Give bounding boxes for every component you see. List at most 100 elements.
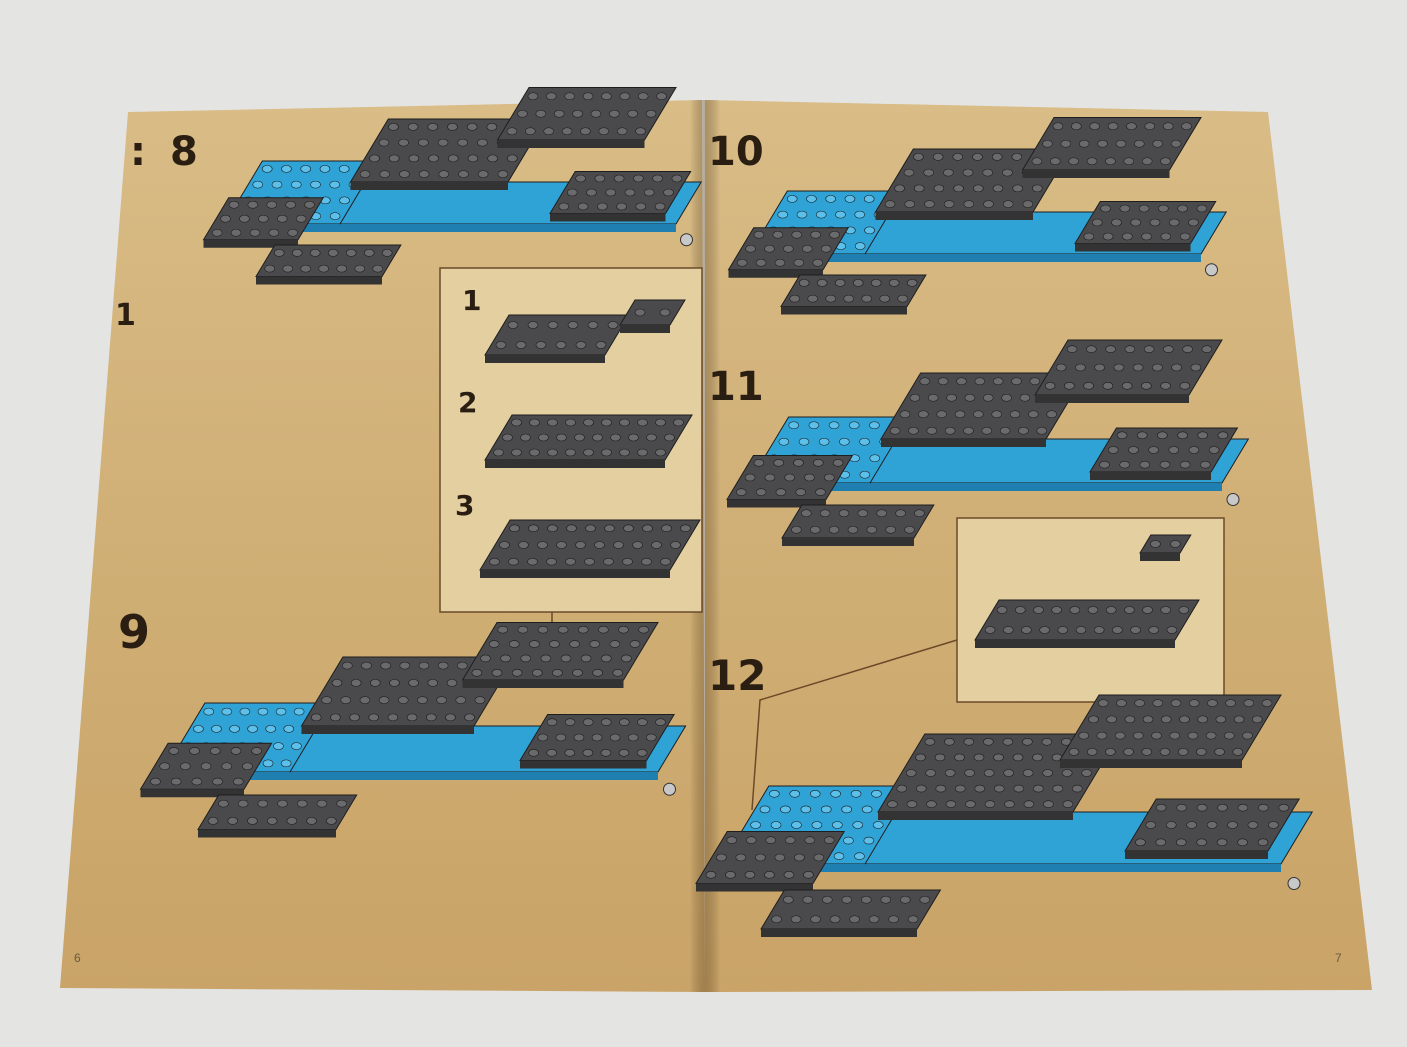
- stud: [1133, 731, 1144, 740]
- stud: [735, 853, 747, 862]
- stud: [268, 228, 280, 237]
- stud: [381, 249, 393, 257]
- stud: [962, 168, 974, 177]
- stud: [1207, 699, 1218, 707]
- stud: [612, 669, 624, 677]
- stud: [418, 661, 430, 670]
- stud: [1217, 803, 1228, 812]
- stud: [191, 777, 203, 786]
- stud: [643, 188, 655, 197]
- stud: [1075, 363, 1086, 372]
- stud: [229, 725, 240, 733]
- stud: [1177, 204, 1188, 213]
- stud: [408, 679, 419, 687]
- stud: [572, 109, 583, 118]
- stud: [806, 195, 817, 203]
- stud: [589, 640, 601, 648]
- stud: [656, 92, 667, 101]
- stud: [904, 525, 915, 534]
- stud: [627, 733, 639, 742]
- stud: [520, 433, 531, 442]
- stud: [1089, 122, 1100, 131]
- stud: [1100, 204, 1111, 213]
- stud: [275, 707, 287, 716]
- stud: [585, 524, 596, 533]
- stud: [567, 321, 579, 329]
- stud: [1196, 204, 1208, 213]
- stud: [1057, 626, 1069, 634]
- stud: [1068, 157, 1079, 166]
- stud: [1149, 218, 1161, 227]
- stud: [601, 448, 612, 457]
- stud: [744, 473, 756, 482]
- stud: [556, 541, 567, 549]
- inset-step-12-tile-side: [1140, 553, 1180, 561]
- stud: [848, 421, 860, 430]
- stud: [852, 821, 864, 829]
- stud: [1002, 626, 1014, 634]
- model-step-10-mid-plate-side: [875, 212, 1033, 220]
- stud: [861, 805, 873, 814]
- stud: [1088, 715, 1099, 724]
- stud: [1233, 715, 1245, 724]
- stud: [1032, 753, 1043, 762]
- stud: [789, 294, 801, 303]
- stud: [1188, 218, 1199, 227]
- model-step-8-axle: [680, 233, 693, 247]
- stud: [819, 509, 831, 518]
- stud: [228, 200, 240, 209]
- model-step-11-rear-plate-side: [1035, 395, 1189, 403]
- stud: [287, 228, 299, 237]
- stud: [535, 341, 547, 349]
- stud: [1144, 122, 1156, 131]
- stud: [1247, 821, 1259, 829]
- stud: [924, 737, 936, 746]
- stud: [565, 448, 576, 457]
- stud: [841, 895, 853, 904]
- stud: [1155, 803, 1167, 812]
- stud: [1052, 784, 1064, 793]
- stud: [993, 784, 1005, 793]
- stud: [489, 557, 500, 566]
- stud: [1242, 731, 1253, 740]
- stud: [791, 821, 802, 829]
- stud: [924, 200, 935, 208]
- model-step-12-blue-frame-side: [735, 864, 1281, 872]
- stud: [291, 249, 303, 257]
- model-step-12-bottom-plate-side: [761, 929, 917, 937]
- stud: [1181, 122, 1192, 131]
- stud: [1135, 838, 1146, 847]
- stud: [641, 557, 652, 566]
- stud: [1083, 382, 1094, 390]
- stud: [825, 294, 837, 303]
- stud: [193, 725, 204, 733]
- stud: [753, 459, 765, 467]
- stud: [992, 184, 1004, 193]
- model-step-8-rear-lower-side: [550, 213, 666, 222]
- stud: [863, 836, 875, 845]
- stud: [884, 200, 896, 208]
- stud: [791, 230, 803, 239]
- stud: [577, 202, 589, 211]
- stud: [1002, 168, 1013, 177]
- stud: [1002, 200, 1014, 208]
- stud: [276, 214, 288, 223]
- stud: [793, 258, 805, 267]
- stud: [670, 541, 681, 549]
- stud: [945, 800, 957, 809]
- stud: [517, 625, 529, 634]
- stud: [321, 696, 332, 704]
- stud: [619, 718, 630, 726]
- stud: [262, 759, 274, 768]
- stud: [227, 817, 239, 825]
- stud: [527, 321, 539, 329]
- model-step-10-bottom-plate-side: [781, 306, 907, 315]
- stud: [770, 821, 782, 829]
- stud: [972, 184, 984, 193]
- stud: [265, 725, 276, 733]
- stud: [547, 448, 558, 457]
- stud: [820, 805, 832, 814]
- stud: [992, 377, 1004, 386]
- stud: [1121, 382, 1133, 390]
- stud: [1107, 446, 1119, 454]
